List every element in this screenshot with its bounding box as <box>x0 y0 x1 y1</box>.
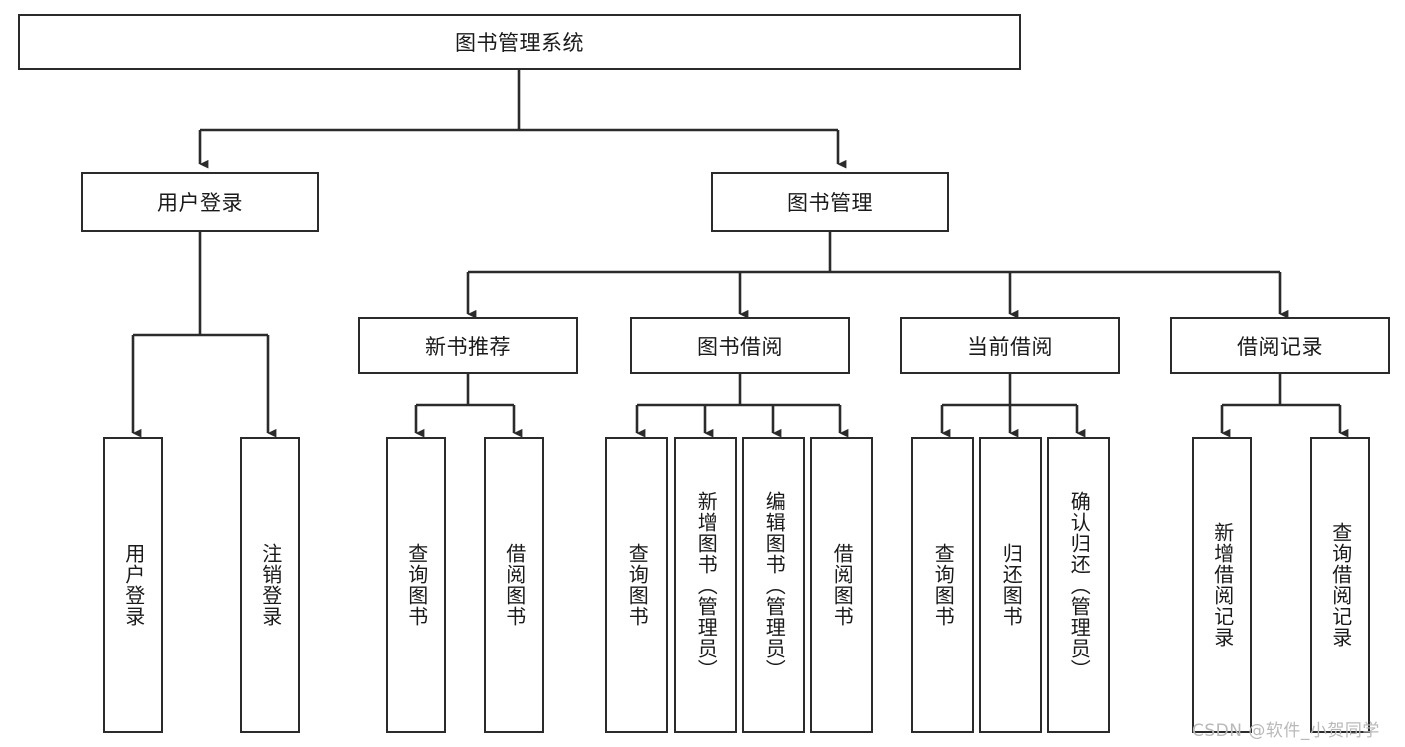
leaf-book-borrow-query[interactable]: 查询图书 <box>605 437 668 733</box>
node-label: 借阅图书 <box>502 543 527 627</box>
leaf-book-borrow-edit[interactable]: 编辑图书（管理员） <box>742 437 805 733</box>
leaf-current-borrow-return[interactable]: 归还图书 <box>979 437 1042 733</box>
leaf-current-borrow-query[interactable]: 查询图书 <box>911 437 974 733</box>
leaf-current-borrow-confirm-return[interactable]: 确认归还（管理员） <box>1047 437 1110 733</box>
leaf-borrow-record-add[interactable]: 新增借阅记录 <box>1192 437 1252 733</box>
node-label: 归还图书 <box>999 543 1024 627</box>
leaf-new-book-borrow[interactable]: 借阅图书 <box>484 437 544 733</box>
node-borrow-record[interactable]: 借阅记录 <box>1170 317 1390 374</box>
node-label: 新书推荐 <box>425 334 511 359</box>
node-label: 注销登录 <box>258 543 283 627</box>
node-label: 新增借阅记录 <box>1210 522 1235 648</box>
node-label: 图书管理系统 <box>455 31 584 55</box>
node-label: 查询图书 <box>404 543 429 627</box>
node-label: 用户登录 <box>157 191 243 215</box>
node-label: 新增图书（管理员） <box>694 490 719 680</box>
node-label: 查询图书 <box>625 543 650 627</box>
leaf-user-login-logout[interactable]: 注销登录 <box>240 437 300 733</box>
node-label: 查询图书 <box>931 543 956 627</box>
node-label: 确认归还（管理员） <box>1067 490 1092 680</box>
leaf-borrow-record-query[interactable]: 查询借阅记录 <box>1310 437 1370 733</box>
node-label: 借阅图书 <box>830 543 855 627</box>
node-label: 图书借阅 <box>697 334 783 359</box>
leaf-book-borrow-borrow[interactable]: 借阅图书 <box>810 437 873 733</box>
node-label: 借阅记录 <box>1237 334 1323 359</box>
node-current-borrow[interactable]: 当前借阅 <box>900 317 1120 374</box>
node-label: 当前借阅 <box>967 334 1053 359</box>
leaf-new-book-query[interactable]: 查询图书 <box>386 437 446 733</box>
node-label: 编辑图书（管理员） <box>762 490 787 680</box>
node-root-book-management-system[interactable]: 图书管理系统 <box>18 14 1021 70</box>
node-book-borrow[interactable]: 图书借阅 <box>630 317 850 374</box>
node-book-management[interactable]: 图书管理 <box>711 172 949 232</box>
node-new-book-recommend[interactable]: 新书推荐 <box>358 317 578 374</box>
node-label: 用户登录 <box>121 543 146 627</box>
leaf-user-login-login[interactable]: 用户登录 <box>103 437 163 733</box>
node-user-login[interactable]: 用户登录 <box>81 172 319 232</box>
node-label: 图书管理 <box>787 191 873 215</box>
leaf-book-borrow-add[interactable]: 新增图书（管理员） <box>674 437 737 733</box>
csdn-watermark: CSDN @软件_小贺同学 <box>1192 721 1380 741</box>
node-label: 查询借阅记录 <box>1328 522 1353 648</box>
